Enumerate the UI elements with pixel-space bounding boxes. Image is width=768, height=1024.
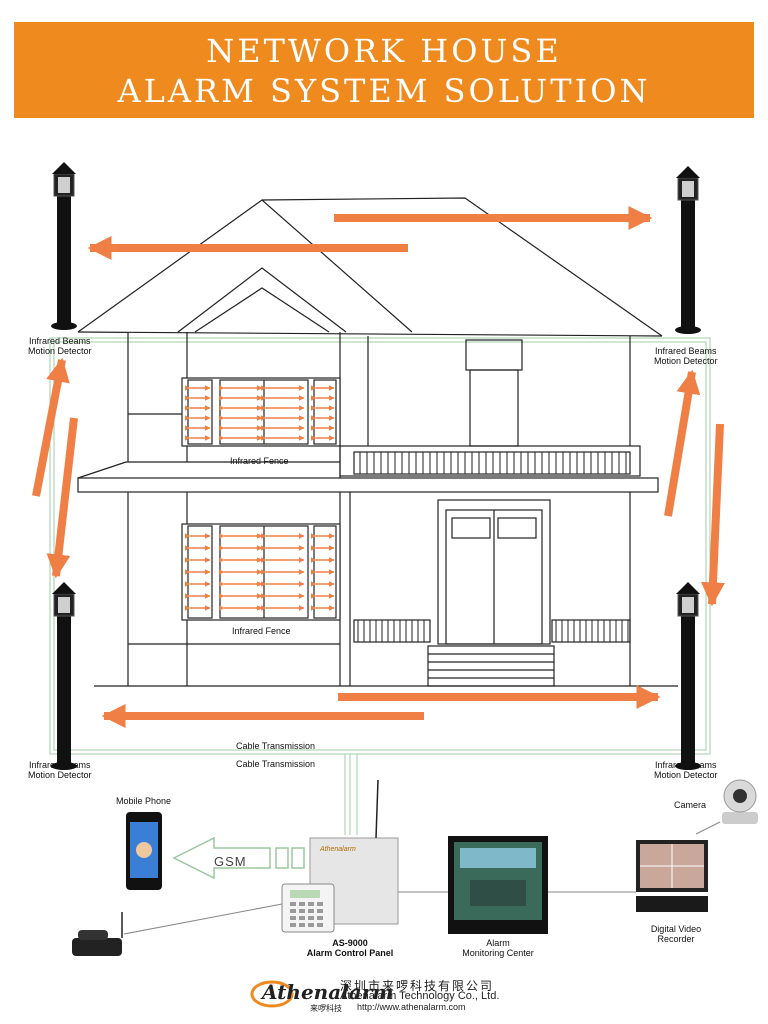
company-url[interactable]: http://www.athenalarm.com [357, 1002, 466, 1012]
cable-label-1: Cable Transmission [236, 741, 316, 751]
keypad-key [290, 909, 296, 913]
keypad-key [317, 923, 323, 927]
beam-detector-post [51, 162, 77, 330]
footer-logo: Athenalarm [262, 980, 394, 1004]
beam-detector-post [675, 166, 701, 334]
cable-label-2: Cable Transmission [236, 759, 316, 769]
cable-perimeter [49, 337, 711, 835]
beam-arrows [32, 206, 725, 728]
digital-video-recorder [636, 840, 708, 912]
fence-label-upper: Infrared Fence [230, 456, 289, 466]
keypad-key [299, 909, 305, 913]
camera-label: Camera [674, 800, 707, 810]
connection-lines [123, 821, 721, 935]
telephone [72, 912, 123, 956]
beam-detector-post [675, 582, 701, 770]
mobile-phone [126, 812, 162, 890]
keypad-key [317, 902, 323, 906]
keypad-key [299, 902, 305, 906]
panel-brand: Athenalarm [320, 846, 356, 853]
footer-logo-sub: 来啰科技 [310, 1004, 342, 1013]
keypad-key [308, 909, 314, 913]
keypad-key [317, 916, 323, 920]
company-name-en: Athenalarm Technology Co., Ltd. [340, 990, 500, 1002]
company-name-cn: 深圳市来啰科技有限公司 [340, 979, 495, 993]
house-drawing [77, 197, 678, 687]
camera [722, 779, 758, 824]
keypad-key [290, 923, 296, 927]
gsm-label: GSM [214, 854, 247, 869]
keypad-key [290, 902, 296, 906]
keypad-key [299, 923, 305, 927]
monitoring-center [448, 836, 548, 934]
keypad-key [308, 902, 314, 906]
title-banner: NETWORK HOUSE ALARM SYSTEM SOLUTION [14, 22, 754, 118]
fence-label-lower: Infrared Fence [232, 626, 291, 636]
keypad-key [290, 916, 296, 920]
keypad-key [299, 916, 305, 920]
mobile-label: Mobile Phone [116, 796, 172, 806]
title-line-2: ALARM SYSTEM SOLUTION [117, 72, 651, 110]
keypad-key [308, 916, 314, 920]
beam-detector-post [51, 582, 77, 770]
gsm-arrow [172, 836, 305, 880]
title-line-1: NETWORK HOUSE [206, 32, 562, 70]
logo-swoosh [250, 980, 294, 1008]
keypad-key [308, 923, 314, 927]
keypad-key [317, 909, 323, 913]
